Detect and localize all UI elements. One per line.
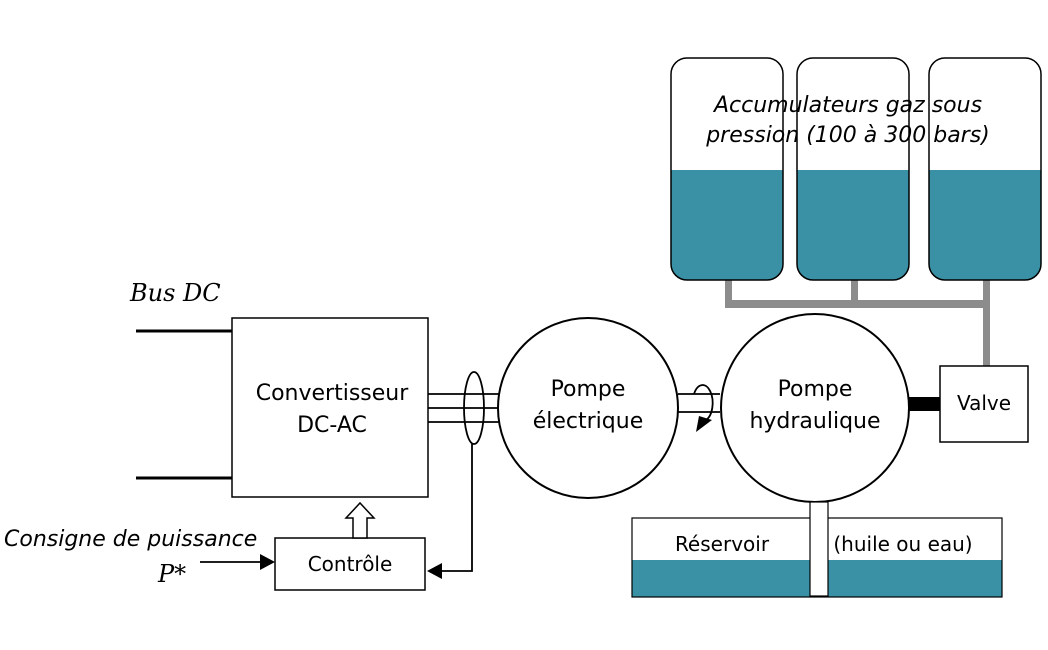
hydraulic-pump <box>720 313 910 503</box>
control-block <box>274 537 426 591</box>
rotation-arrowhead <box>696 416 712 432</box>
liquid-fill <box>797 170 909 280</box>
p-star-label: P* <box>157 560 186 588</box>
accumulators-label-line1: Accumulateurs gaz sous <box>712 93 982 118</box>
converter-label-line1: Convertisseur <box>256 381 410 406</box>
measurement-feedback-line <box>440 444 473 572</box>
liquid-fill <box>929 170 1041 280</box>
power-setpoint-label: Consigne de puissance <box>4 527 257 552</box>
liquid-fill <box>671 170 783 280</box>
setpoint-arrowhead <box>260 554 275 570</box>
current-sensor <box>463 371 485 445</box>
converter-label-line2: DC-AC <box>297 413 367 438</box>
accumulator-pipes <box>725 278 990 368</box>
control-label: Contrôle <box>308 552 393 576</box>
reservoir-label: Réservoir <box>675 532 770 556</box>
control-to-converter-arrow <box>344 501 376 539</box>
valve-block <box>939 365 1029 443</box>
hydraulic-pump-label-line2: hydraulique <box>749 409 880 434</box>
accumulator-tank-1 <box>670 57 784 281</box>
electric-pump-label-line1: Pompe <box>551 377 626 402</box>
hydraulic-pump-label-line1: Pompe <box>778 377 853 402</box>
pump-valve-connector <box>909 397 941 411</box>
accumulator-tank-3 <box>928 57 1042 281</box>
rotation-arrow <box>693 384 714 421</box>
reservoir-content-label: (huile ou eau) <box>833 532 972 556</box>
feedback-arrowhead <box>427 563 442 579</box>
electric-pump-label-line2: électrique <box>533 409 644 434</box>
suction-pipe <box>809 501 829 597</box>
accumulator-tank-2 <box>796 57 910 281</box>
electric-pump <box>497 317 679 499</box>
accumulators-label-line2: pression (100 à 300 bars) <box>705 123 990 148</box>
bus-dc-label: Bus DC <box>129 279 221 307</box>
valve-label: Valve <box>957 391 1011 415</box>
converter-block <box>231 317 429 498</box>
pump-shaft <box>678 393 720 413</box>
